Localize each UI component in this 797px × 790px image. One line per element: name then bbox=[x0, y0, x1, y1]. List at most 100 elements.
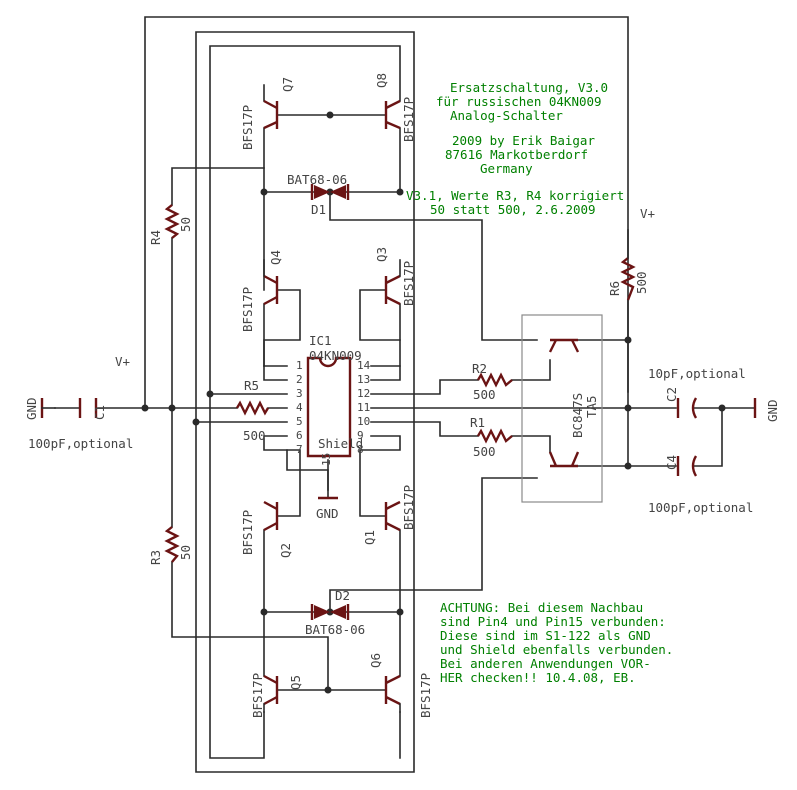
vplus-right: V+ bbox=[640, 206, 655, 221]
gnd-ic: GND bbox=[316, 506, 339, 521]
c4-value: 100pF,optional bbox=[648, 500, 753, 515]
note-revision-2: 50 statt 500, 2.6.2009 bbox=[430, 202, 596, 217]
c2-value: 10pF,optional bbox=[648, 366, 746, 381]
diode-d2: D2 BAT68-06 bbox=[305, 588, 365, 637]
ic1-pin-4: 4 bbox=[296, 401, 303, 414]
note-title-2: für russischen 04KN009 bbox=[436, 94, 602, 109]
d2-type: BAT68-06 bbox=[305, 622, 365, 637]
q1-type: BFS17P bbox=[401, 485, 416, 530]
note-warning-1: ACHTUNG: Bei diesem Nachbau bbox=[440, 600, 643, 615]
notes-warning: ACHTUNG: Bei diesem Nachbau sind Pin4 un… bbox=[440, 600, 673, 685]
q1-name: Q1 bbox=[362, 530, 377, 545]
note-warning-2: sind Pin4 und Pin15 verbunden: bbox=[440, 614, 666, 629]
ta5-name: TA5 bbox=[584, 395, 599, 418]
note-warning-3: Diese sind im S1-122 als GND bbox=[440, 628, 651, 643]
r4-value: 50 bbox=[178, 217, 193, 232]
r6-value: 500 bbox=[634, 271, 649, 294]
transistor-q1: Q1 BFS17P bbox=[362, 485, 416, 545]
ic1-pin-13: 13 bbox=[357, 373, 370, 386]
ic1-pin-7: 7 bbox=[296, 443, 303, 456]
transistor-array-ta5: BC847S TA5 bbox=[521, 314, 603, 503]
note-warning-4: und Shield ebenfalls verbunden. bbox=[440, 642, 673, 657]
r3-value: 50 bbox=[178, 545, 193, 560]
transistor-q8: Q8 BFS17P bbox=[374, 73, 416, 142]
q5-name: Q5 bbox=[288, 675, 303, 690]
resistor-r2: R2 500 bbox=[472, 361, 513, 402]
r1-name: R1 bbox=[470, 415, 485, 430]
ic1-pin-8: 8 bbox=[357, 443, 364, 456]
ic1-shield-label: Shield bbox=[318, 436, 363, 451]
q2-name: Q2 bbox=[278, 543, 293, 558]
r4-name: R4 bbox=[148, 230, 163, 245]
r3-name: R3 bbox=[148, 550, 163, 565]
ic1-pin-15: 15 bbox=[320, 453, 333, 466]
q3-type: BFS17P bbox=[401, 261, 416, 306]
c1-value: 100pF,optional bbox=[28, 436, 133, 451]
q3-name: Q3 bbox=[374, 247, 389, 262]
resistor-r4: R4 50 bbox=[148, 204, 193, 245]
q6-name: Q6 bbox=[368, 653, 383, 668]
r1-value: 500 bbox=[473, 444, 496, 459]
ic1-pin-3: 3 bbox=[296, 387, 303, 400]
d1-type: BAT68-06 bbox=[287, 172, 347, 187]
ta5-type: BC847S bbox=[570, 393, 585, 438]
r5-value: 500 bbox=[243, 428, 266, 443]
q6-type: BFS17P bbox=[418, 673, 433, 718]
ic1: IC1 04KN009 Shield 1 2 3 4 5 6 7 14 13 1… bbox=[296, 333, 371, 466]
notes-title: Ersatzschaltung, V3.0 für russischen 04K… bbox=[436, 80, 608, 123]
resistor-r1: R1 500 bbox=[470, 415, 513, 459]
diode-d1: BAT68-06 D1 bbox=[287, 172, 350, 217]
d2-name: D2 bbox=[335, 588, 350, 603]
resistor-r3: R3 50 bbox=[148, 526, 193, 565]
q2-type: BFS17P bbox=[240, 510, 255, 555]
transistor-q7: Q7 BFS17P bbox=[240, 77, 295, 150]
transistor-q3: Q3 BFS17P bbox=[374, 247, 416, 306]
note-author-2: 87616 Markotberdorf bbox=[445, 147, 588, 162]
capacitor-c2: C2 10pF,optional bbox=[648, 366, 746, 419]
note-warning-5: Bei anderen Anwendungen VOR- bbox=[440, 656, 651, 671]
q4-name: Q4 bbox=[268, 250, 283, 265]
transistor-q6: Q6 BFS17P bbox=[368, 653, 433, 718]
c4-name: C4 bbox=[664, 455, 679, 470]
wires bbox=[54, 16, 756, 773]
note-title-1: Ersatzschaltung, V3.0 bbox=[450, 80, 608, 95]
r5-name: R5 bbox=[244, 378, 259, 393]
ic1-pin-9: 9 bbox=[357, 429, 364, 442]
ic1-pin-2: 2 bbox=[296, 373, 303, 386]
note-title-3: Analog-Schalter bbox=[450, 108, 563, 123]
gnd-left: GND bbox=[24, 397, 39, 420]
note-author-3: Germany bbox=[480, 161, 533, 176]
junctions bbox=[141, 111, 726, 694]
q4-type: BFS17P bbox=[240, 287, 255, 332]
transistor-q4: Q4 BFS17P bbox=[240, 250, 283, 332]
ic1-name: IC1 bbox=[309, 333, 332, 348]
notes-author: 2009 by Erik Baigar 87616 Markotberdorf … bbox=[445, 133, 595, 176]
q8-type: BFS17P bbox=[401, 97, 416, 142]
ic1-pin-6: 6 bbox=[296, 429, 303, 442]
r2-value: 500 bbox=[473, 387, 496, 402]
note-author-1: 2009 by Erik Baigar bbox=[452, 133, 595, 148]
q7-type: BFS17P bbox=[240, 105, 255, 150]
transistor-q2: Q2 BFS17P bbox=[240, 500, 293, 558]
r6-name: R6 bbox=[607, 281, 622, 296]
r2-name: R2 bbox=[472, 361, 487, 376]
note-revision-1: V3.1, Werte R3, R4 korrigiert bbox=[406, 188, 624, 203]
ic1-pin-12: 12 bbox=[357, 387, 370, 400]
q7-name: Q7 bbox=[280, 77, 295, 92]
ic1-value: 04KN009 bbox=[309, 348, 362, 363]
ic1-pin-1: 1 bbox=[296, 359, 303, 372]
q5-type: BFS17P bbox=[250, 673, 265, 718]
notes-revision: V3.1, Werte R3, R4 korrigiert 50 statt 5… bbox=[406, 188, 624, 217]
supply-symbols: GND GND GND V+ V+ bbox=[24, 206, 780, 521]
q8-name: Q8 bbox=[374, 73, 389, 88]
ic1-pin-5: 5 bbox=[296, 415, 303, 428]
c1-name: C1 bbox=[92, 405, 107, 420]
d1-name: D1 bbox=[311, 202, 326, 217]
transistor-q5: Q5 BFS17P bbox=[250, 673, 303, 718]
resistor-r5: R5 500 bbox=[235, 378, 270, 443]
vplus-left: V+ bbox=[115, 354, 130, 369]
capacitor-c4: C4 100pF,optional bbox=[648, 455, 753, 515]
note-warning-6: HER checken!! 10.4.08, EB. bbox=[440, 670, 636, 685]
ic1-pin-10: 10 bbox=[357, 415, 370, 428]
